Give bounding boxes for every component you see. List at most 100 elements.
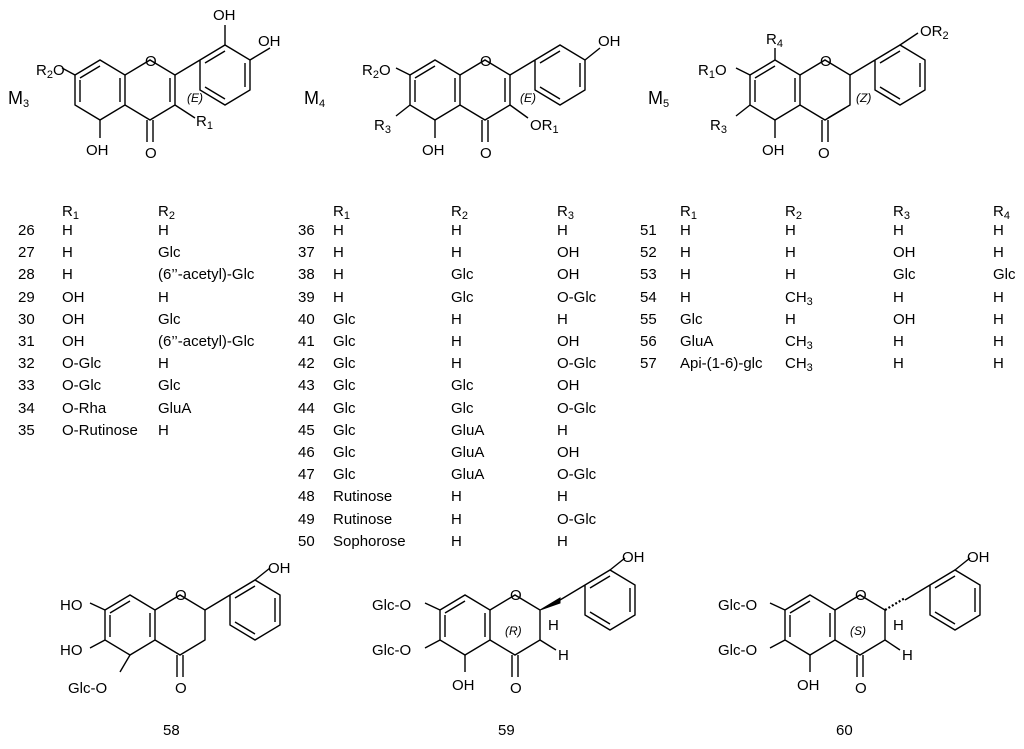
m3-r1: R1	[196, 113, 213, 132]
table-row-number: 38	[298, 266, 315, 284]
table-cell: H	[451, 244, 462, 262]
table-cell: H	[333, 266, 344, 284]
svg-text:R3: R3	[710, 117, 727, 136]
compound-59-stereo: (R)	[505, 624, 522, 638]
table-3-header-4: R4	[993, 203, 1010, 222]
table-cell: O-Glc	[557, 399, 597, 417]
table-cell: H	[557, 488, 568, 506]
table-cell: O-Glc	[557, 355, 597, 373]
svg-text:Glc-O: Glc-O	[372, 642, 411, 659]
table-row-number: 43	[298, 377, 315, 395]
table-cell: Rutinose	[333, 510, 393, 528]
table-cell: Glc	[333, 466, 356, 484]
svg-text:OH: OH	[598, 33, 621, 50]
table-row-number: 53	[640, 266, 657, 284]
table-cell: OH	[557, 377, 580, 395]
table-cell: H	[557, 310, 568, 328]
svg-text:OH: OH	[452, 677, 475, 694]
table-cell: H	[993, 244, 1004, 262]
table-row-number: 48	[298, 488, 315, 506]
table-row-number: 37	[298, 244, 315, 262]
table-cell: O-Glc	[62, 355, 102, 373]
table-cell: Glc	[993, 266, 1016, 284]
svg-text:OR1: OR1	[530, 117, 559, 136]
table-row-number: 30	[18, 310, 35, 328]
compound-59-number: 59	[498, 722, 515, 739]
scaffold-m5-label: M5	[648, 88, 670, 110]
table-cell: H	[785, 266, 796, 284]
table-cell: O-Glc	[557, 510, 597, 528]
table-row-number: 40	[298, 310, 315, 328]
svg-text:O: O	[855, 680, 867, 697]
table-cell: H	[62, 244, 73, 262]
table-cell: H	[451, 222, 462, 239]
table-cell: Glc	[451, 288, 474, 306]
table-row-number: 46	[298, 444, 315, 461]
m4-stereo: (E)	[520, 91, 536, 105]
table-cell: Glc	[451, 399, 474, 417]
table-cell: CH3	[785, 333, 813, 352]
table-cell: H	[680, 222, 691, 239]
table-row-number: 33	[18, 377, 35, 395]
table-cell: OH	[893, 244, 916, 262]
table-cell: H	[893, 222, 904, 239]
m3-r2o: R2O	[36, 62, 65, 81]
svg-text:Glc-O: Glc-O	[68, 680, 107, 697]
table-cell: H	[680, 244, 691, 262]
svg-text:HO: HO	[60, 642, 83, 659]
table-cell: H	[993, 333, 1004, 350]
table-cell: H	[893, 355, 904, 373]
table-cell: H	[333, 244, 344, 262]
svg-text:R1O: R1O	[698, 62, 727, 81]
table-row-number: 50	[298, 532, 315, 550]
svg-text:Glc-O: Glc-O	[372, 597, 411, 614]
table-cell: H	[993, 355, 1004, 373]
table-cell: H	[680, 288, 691, 306]
table-row-number: 32	[18, 355, 35, 373]
table-1-header-2: R2	[158, 203, 175, 222]
table-cell: OH	[557, 244, 580, 262]
table-row-number: 56	[640, 333, 657, 350]
table-cell: H	[333, 288, 344, 306]
table-cell: H	[557, 222, 568, 239]
table-row-number: 34	[18, 399, 35, 417]
table-cell: OH	[62, 333, 85, 350]
table-cell: (6’’-acetyl)-Glc	[158, 333, 255, 350]
table-cell: CH3	[785, 355, 813, 375]
m3-oh-top2: OH	[258, 33, 281, 50]
table-cell: H	[893, 333, 904, 350]
table-row-number: 51	[640, 222, 657, 239]
table-cell: O-Glc	[557, 288, 597, 306]
table-row-number: 52	[640, 244, 657, 262]
table-cell: OH	[557, 444, 580, 461]
table-cell: GluA	[158, 399, 192, 417]
table-cell: Glc	[333, 310, 356, 328]
svg-text:OH: OH	[762, 142, 785, 159]
table-cell: Glc	[333, 333, 356, 350]
table-2-header-3: R3	[557, 203, 574, 222]
table-row-number: 42	[298, 355, 315, 373]
svg-text:HO: HO	[60, 597, 83, 614]
table-row-number: 41	[298, 333, 315, 350]
svg-text:O: O	[820, 53, 832, 70]
table-cell: O-Glc	[557, 466, 597, 484]
m3-oh-top1: OH	[213, 7, 236, 24]
table-cell: H	[451, 510, 462, 528]
table-cell: Glc	[158, 244, 181, 262]
table-cell: H	[557, 421, 568, 439]
svg-text:O: O	[175, 587, 187, 604]
table-1-header-1: R1	[62, 203, 79, 222]
table-cell: H	[62, 266, 73, 284]
svg-text:Glc-O: Glc-O	[718, 642, 757, 659]
table-row-number: 44	[298, 399, 315, 417]
svg-text:OH: OH	[622, 549, 645, 566]
compound-58-number: 58	[163, 722, 180, 739]
table-cell: H	[451, 355, 462, 373]
m3-stereo: (E)	[187, 91, 203, 105]
table-cell: OH	[62, 310, 85, 328]
table-cell: Sophorose	[333, 532, 406, 550]
table-cell: Glc	[333, 355, 356, 373]
